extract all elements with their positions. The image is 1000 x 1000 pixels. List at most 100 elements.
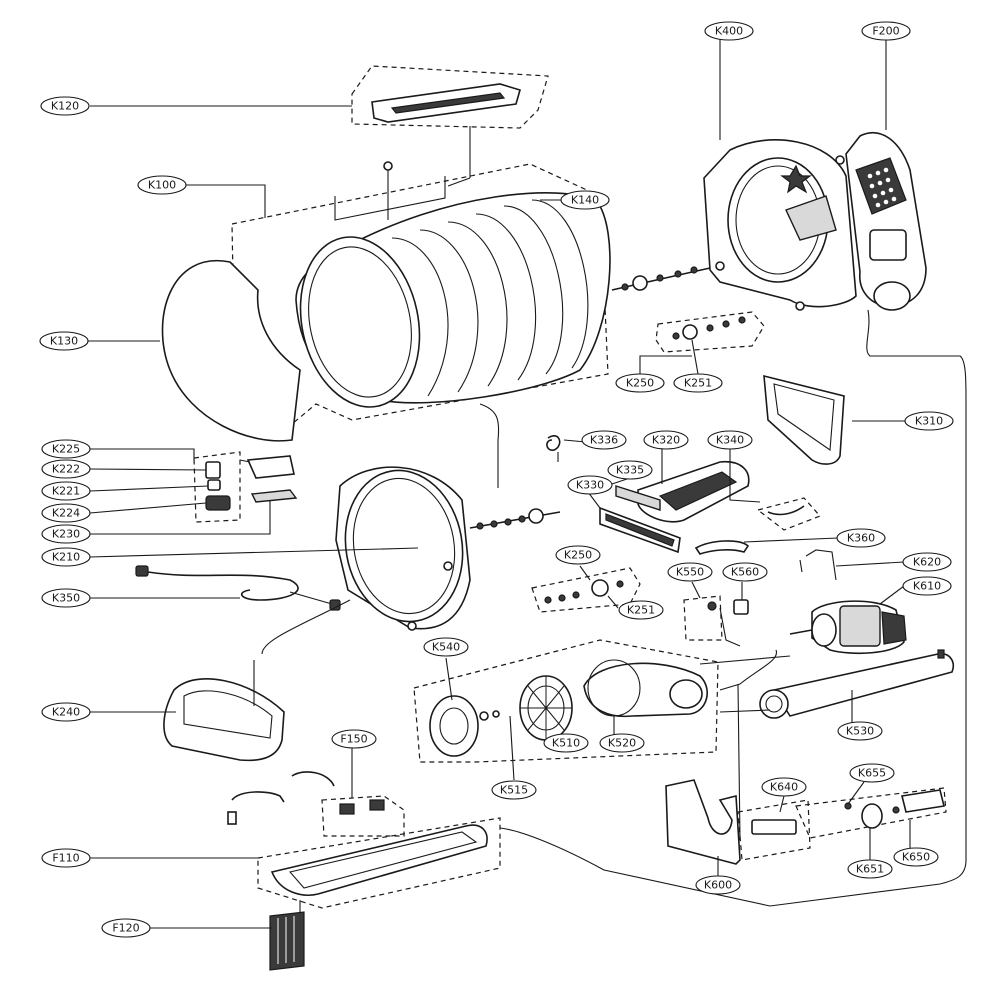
part-k350-cord <box>135 565 341 611</box>
part-k120-bracket <box>351 65 549 187</box>
callout-k100: K100 <box>137 175 187 195</box>
callout-k250-middle-text: K250 <box>564 549 592 562</box>
callout-k610: K610 <box>902 576 952 596</box>
callout-k340-text: K340 <box>716 434 744 447</box>
callout-k510: K510 <box>543 733 589 753</box>
part-rear-shaft-top <box>611 266 765 353</box>
callout-k336: K336 <box>581 430 627 450</box>
part-thermostat-group <box>193 451 298 523</box>
callout-k222: K222 <box>41 459 91 479</box>
callout-k330: K330 <box>567 475 613 495</box>
part-f200-control-panel <box>845 132 927 311</box>
callout-k640: K640 <box>761 777 807 797</box>
callout-k600-text: K600 <box>704 879 732 892</box>
callout-k560: K560 <box>722 562 768 582</box>
callout-k651-text: K651 <box>856 863 884 876</box>
callout-k655-text: K655 <box>858 767 886 780</box>
callout-f120: F120 <box>101 918 151 938</box>
part-k310-duct <box>763 374 845 465</box>
callout-k340: K340 <box>707 430 753 450</box>
callout-k210: K210 <box>41 547 91 567</box>
leader-lines <box>86 38 911 929</box>
callout-k120: K120 <box>40 96 90 116</box>
callout-k251-middle: K251 <box>618 600 664 620</box>
callout-k520-text: K520 <box>608 737 636 750</box>
callout-k310: K310 <box>904 411 954 431</box>
part-k140-drum <box>295 192 611 408</box>
callout-f200: F200 <box>861 21 911 41</box>
callout-k360-text: K360 <box>847 532 875 545</box>
callout-k650: K650 <box>893 847 939 867</box>
callout-k620: K620 <box>902 552 952 572</box>
callout-k210-text: K210 <box>52 551 80 564</box>
callout-f150-text: F150 <box>340 733 367 746</box>
callout-f110-text: F110 <box>52 852 79 865</box>
callout-k130-text: K130 <box>50 335 78 348</box>
callout-k560-text: K560 <box>731 566 759 579</box>
callout-k650-text: K650 <box>902 851 930 864</box>
part-blower-group <box>413 639 719 763</box>
callout-k120-text: K120 <box>51 100 79 113</box>
callout-f150: F150 <box>331 729 377 749</box>
callout-f110: F110 <box>41 848 91 868</box>
part-switch-k550 <box>683 595 749 647</box>
callout-k550-text: K550 <box>676 566 704 579</box>
part-k400-rear-bulkhead <box>703 139 857 311</box>
callout-k540: K540 <box>423 637 469 657</box>
callout-k225-text: K225 <box>52 443 80 456</box>
callout-k224-text: K224 <box>52 507 80 520</box>
callout-f120-text: F120 <box>112 922 139 935</box>
callout-k251-top: K251 <box>673 373 723 393</box>
callout-k540-text: K540 <box>432 641 460 654</box>
callout-k335-text: K335 <box>616 464 644 477</box>
callout-k320: K320 <box>643 430 689 450</box>
callout-k620-text: K620 <box>913 556 941 569</box>
callout-k655: K655 <box>849 763 895 783</box>
callout-k250-top: K250 <box>615 373 665 393</box>
callout-k140: K140 <box>560 190 610 210</box>
callout-k310-text: K310 <box>915 415 943 428</box>
callout-k530-text: K530 <box>846 725 874 738</box>
callout-k515: K515 <box>491 780 537 800</box>
callout-k651: K651 <box>847 859 893 879</box>
callout-k600: K600 <box>695 875 741 895</box>
callout-k250-middle: K250 <box>555 545 601 565</box>
callout-k320-text: K320 <box>652 434 680 447</box>
callout-k230: K230 <box>41 524 91 544</box>
part-k210-front-bulkhead <box>335 466 471 631</box>
callout-k240-text: K240 <box>52 706 80 719</box>
callout-k225: K225 <box>41 439 91 459</box>
part-k240-base <box>163 678 285 762</box>
callout-k350: K350 <box>41 588 91 608</box>
callout-k515-text: K515 <box>500 784 528 797</box>
part-k600-bracket <box>665 779 947 865</box>
part-k336-spring <box>546 435 561 462</box>
part-roller-k250-middle <box>531 567 641 613</box>
part-k610-motor <box>789 549 907 655</box>
part-k530-tube <box>759 649 954 719</box>
callout-k640-text: K640 <box>770 781 798 794</box>
callout-k336-text: K336 <box>590 434 618 447</box>
callout-k222-text: K222 <box>52 463 80 476</box>
callout-k221: K221 <box>41 481 91 501</box>
callout-k140-text: K140 <box>571 194 599 207</box>
callout-k330-text: K330 <box>576 479 604 492</box>
part-front-roller-shaft <box>469 508 561 530</box>
callout-k510-text: K510 <box>552 737 580 750</box>
callout-f200-text: F200 <box>872 25 899 38</box>
callout-k520: K520 <box>599 733 645 753</box>
callout-k400-text: K400 <box>715 25 743 38</box>
callout-k100-text: K100 <box>148 179 176 192</box>
callout-k360: K360 <box>836 528 886 548</box>
callout-k250-top-text: K250 <box>626 377 654 390</box>
part-heater-group <box>227 771 501 971</box>
callout-k530: K530 <box>837 721 883 741</box>
callout-k230-text: K230 <box>52 528 80 541</box>
callout-k251-top-text: K251 <box>684 377 712 390</box>
part-screw <box>383 161 393 220</box>
callout-k130: K130 <box>39 331 89 351</box>
part-k130-seal <box>161 259 301 442</box>
callout-k400: K400 <box>704 21 754 41</box>
callout-k550: K550 <box>667 562 713 582</box>
